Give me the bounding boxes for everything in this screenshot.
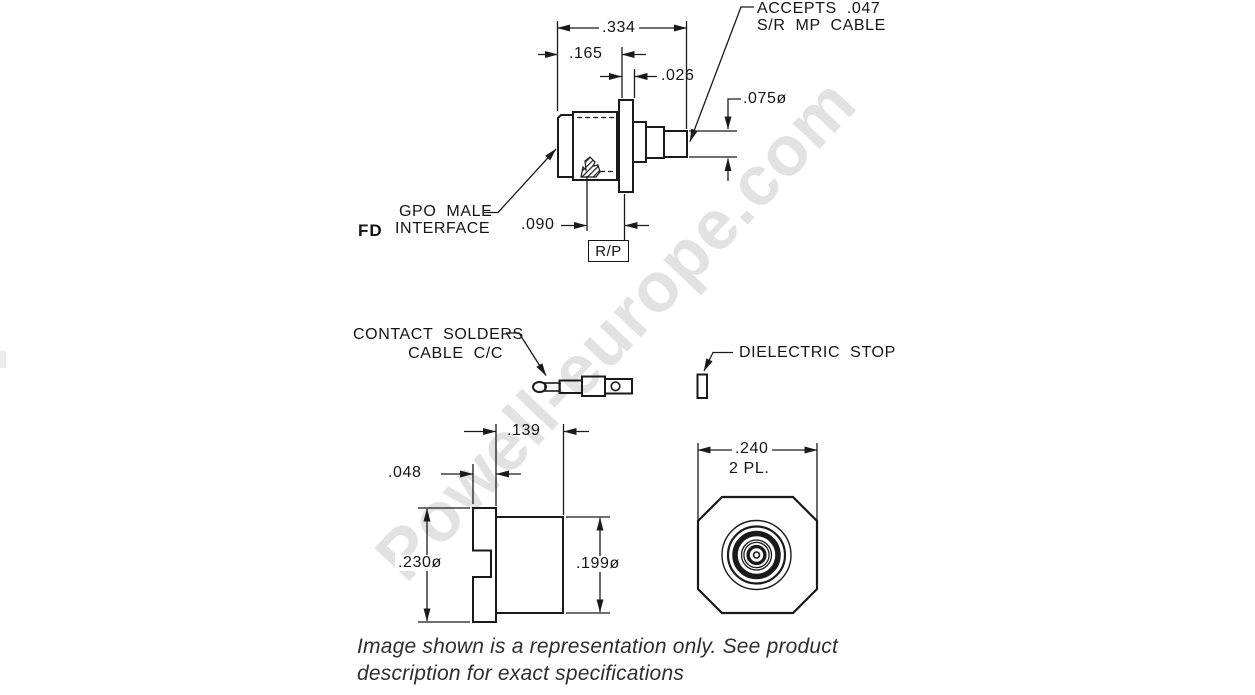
dim-overall-length: .334 bbox=[599, 20, 639, 36]
dim-rear-projection: .090 bbox=[521, 216, 555, 233]
note-contact-line1: CONTACT SOLDERS bbox=[353, 326, 524, 343]
note-dielectric-stop: DIELECTRIC STOP bbox=[739, 344, 896, 361]
caption-line1: Image shown is a representation only. Se… bbox=[357, 635, 839, 658]
dim-places-note: 2 PL. bbox=[729, 460, 770, 477]
dim-flange-thickness: .026 bbox=[661, 67, 695, 84]
note-accepts-line1: ACCEPTS .047 bbox=[757, 0, 881, 17]
watermark-edge-fragment bbox=[0, 351, 6, 368]
dielectric-stop-outline bbox=[696, 351, 733, 399]
label-gpo-male: GPO MALE bbox=[399, 203, 493, 220]
top-view-dimensions bbox=[484, 6, 754, 240]
caption-line2: description for exact specifications bbox=[357, 662, 685, 685]
leader-gpo-interface bbox=[484, 148, 557, 214]
bottom-right-view-outline bbox=[696, 495, 819, 615]
dim-flat-to-flat: .240 bbox=[732, 441, 772, 457]
dim-cable-entry-dia: .075ø bbox=[743, 90, 787, 107]
bottom-left-view-outline bbox=[472, 507, 564, 623]
dim-body-length-bottom: .139 bbox=[507, 422, 541, 439]
label-interface: INTERFACE bbox=[395, 220, 491, 237]
top-side-view-outline bbox=[557, 99, 688, 193]
dim-flange-thickness-bottom: .048 bbox=[388, 464, 422, 481]
leader-accepts-cable bbox=[689, 6, 754, 143]
note-contact-line2: CABLE C/C bbox=[408, 345, 503, 362]
leader-dielectric bbox=[703, 351, 733, 372]
dim-body-length: .165 bbox=[569, 45, 603, 62]
leader-contact bbox=[506, 332, 547, 376]
interface-section-hatch bbox=[580, 156, 601, 178]
dim-flange-dia: .230ø bbox=[395, 555, 445, 571]
contact-pin-outline bbox=[506, 332, 633, 397]
label-fd: FD bbox=[358, 221, 383, 240]
bottom-left-view-dimensions bbox=[418, 424, 610, 623]
rp-label: R/P bbox=[595, 242, 622, 260]
dim-body-dia: .199ø bbox=[573, 556, 623, 572]
note-accepts-line2: S/R MP CABLE bbox=[757, 17, 886, 34]
rp-reference-box: R/P bbox=[588, 240, 629, 262]
